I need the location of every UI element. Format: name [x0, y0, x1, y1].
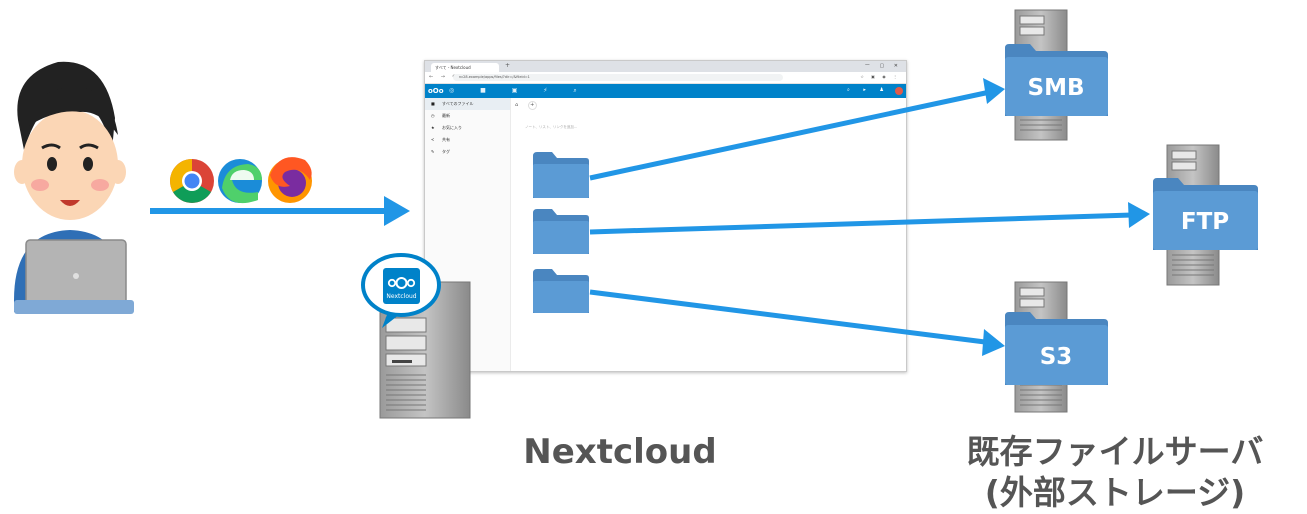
- folder-icon: [533, 209, 589, 254]
- file-servers-caption: 既存ファイルサーバ: [966, 432, 1264, 471]
- edge-icon: [218, 159, 262, 204]
- share-icon: <: [431, 137, 435, 142]
- sidebar-item-label: 共有: [442, 137, 450, 142]
- nextcloud-logo-icon[interactable]: oOo: [428, 87, 444, 95]
- arrowhead-s3: [982, 329, 1005, 356]
- nextcloud-header: oOo ◎ ■ ▣ ⚡ ⌕ ⌕ ▸ ♟: [425, 84, 906, 98]
- clock-icon: ◷: [431, 113, 435, 118]
- smb-server: SMB: [1005, 9, 1108, 141]
- extension-icons[interactable]: ☆ ▣ ◉ ⋮: [860, 74, 900, 79]
- window-controls[interactable]: ー ▢ ✕: [864, 63, 902, 69]
- arrow-to-s3: [589, 289, 986, 345]
- arrowhead-smb: [983, 78, 1005, 104]
- folder-icon: [1005, 44, 1108, 116]
- browser-nav-icons[interactable]: ← → ⟳: [429, 74, 460, 80]
- home-icon[interactable]: ⌂: [515, 102, 519, 108]
- arrow-to-smb: [589, 89, 991, 181]
- external-storage-caption: (外部ストレージ): [984, 473, 1246, 512]
- add-button[interactable]: +: [527, 101, 537, 110]
- sidebar-item-tags[interactable]: ✎ タグ: [425, 146, 510, 158]
- s3-label: S3: [1040, 344, 1073, 370]
- tag-icon: ✎: [431, 149, 435, 154]
- browser-tab[interactable]: すべて - Nextcloud: [431, 63, 499, 72]
- sidebar-item-favorites[interactable]: ★ お気に入り: [425, 122, 510, 134]
- folder-icon: [1005, 312, 1108, 385]
- folder-icon: [533, 269, 589, 313]
- arrow-to-ftp: [589, 212, 1133, 235]
- nextcloud-app-icons[interactable]: ◎ ■ ▣ ⚡ ⌕: [449, 87, 589, 94]
- nextcloud-badge: Nextcloud: [361, 253, 441, 328]
- folder-icon: [1153, 178, 1258, 250]
- new-tab-icon[interactable]: +: [505, 62, 511, 69]
- sidebar-item-label: お気に入り: [442, 125, 462, 130]
- nextcloud-logo-icon: [387, 277, 416, 289]
- sidebar-item-label: タグ: [442, 149, 450, 154]
- s3-server: S3: [1005, 281, 1108, 413]
- breadcrumb: ⌂ +: [515, 101, 537, 110]
- sidebar-item-all-files[interactable]: ■ すべてのファイル: [425, 98, 510, 110]
- folder-icon: [533, 152, 589, 198]
- nextcloud-caption: Nextcloud: [523, 432, 717, 472]
- sidebar-item-label: 最新: [442, 113, 450, 118]
- avatar[interactable]: [895, 87, 903, 95]
- nextcloud-badge-label: Nextcloud: [386, 293, 416, 300]
- firefox-icon: [268, 157, 312, 203]
- folder-icon: ■: [431, 101, 435, 106]
- chrome-icon: [170, 159, 214, 203]
- ftp-server: FTP: [1153, 144, 1258, 286]
- arrowhead-user: [384, 196, 410, 226]
- sidebar-item-label: すべてのファイル: [442, 101, 474, 106]
- sidebar-item-recent[interactable]: ◷ 最新: [425, 110, 510, 122]
- url-field[interactable]: nc28.example/apps/files/?dir=/&fileid=1: [453, 74, 783, 81]
- user-illustration: [14, 61, 134, 314]
- sidebar-item-shares[interactable]: < 共有: [425, 134, 510, 146]
- browser-address-bar: ← → ⟳ nc28.example/apps/files/?dir=/&fil…: [425, 72, 906, 84]
- smb-label: SMB: [1028, 75, 1085, 101]
- star-icon: ★: [431, 125, 435, 130]
- arrowhead-ftp: [1128, 202, 1150, 228]
- ftp-label: FTP: [1181, 209, 1229, 235]
- empty-hint: ノート、リスト、リンクを追加...: [525, 125, 578, 129]
- header-right-icons[interactable]: ⌕ ▸ ♟: [847, 87, 890, 93]
- browser-tab-bar: すべて - Nextcloud + ー ▢ ✕: [425, 61, 906, 72]
